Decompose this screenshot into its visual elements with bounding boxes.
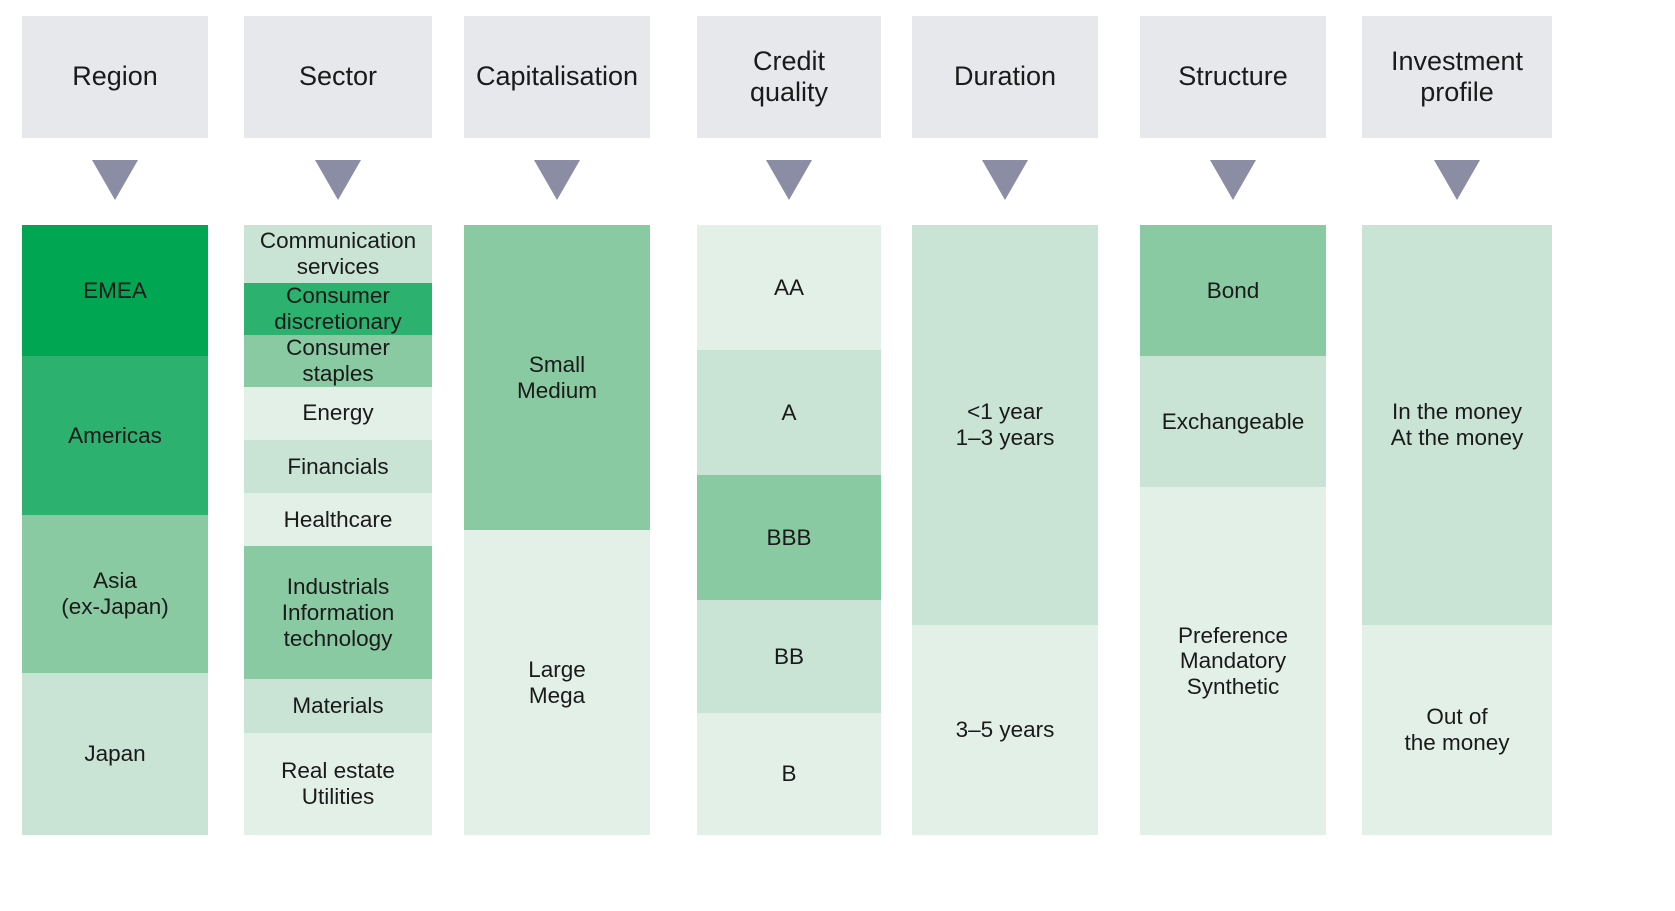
segment-band[interactable]: EMEA xyxy=(22,225,208,357)
column-title: Sector xyxy=(298,61,378,92)
segment-band[interactable]: Consumer discretionary xyxy=(244,282,432,335)
segment-label: <1 year xyxy=(967,399,1043,425)
segment-label: Information technology xyxy=(281,600,395,651)
segment-label: Communication services xyxy=(259,228,417,279)
chevron-down-icon xyxy=(464,160,650,200)
segment-band[interactable]: Communication services xyxy=(244,225,432,283)
column-title: Region xyxy=(72,61,158,92)
segment-label: Healthcare xyxy=(283,507,393,533)
column-header-sector[interactable]: Sector xyxy=(244,16,432,138)
segment-label: Industrials xyxy=(286,574,390,600)
segment-band[interactable]: Out of the money xyxy=(1362,624,1552,835)
segment-band[interactable]: Energy xyxy=(244,386,432,440)
chevron-down-icon xyxy=(1362,160,1552,200)
segment-label: Consumer staples xyxy=(286,335,390,386)
column-header-duration[interactable]: Duration xyxy=(912,16,1098,138)
segment-label: Materials xyxy=(292,693,384,719)
column-title: Credit quality xyxy=(749,45,829,107)
segment-label: Asia (ex-Japan) xyxy=(61,568,169,620)
segment-label: B xyxy=(781,761,797,787)
column-title: Duration xyxy=(953,61,1057,92)
segment-label: Exchangeable xyxy=(1161,408,1305,434)
segment-band[interactable]: Exchangeable xyxy=(1140,356,1326,488)
segment-label: Bond xyxy=(1206,277,1260,303)
segment-label: 3–5 years xyxy=(955,716,1055,742)
segment-band[interactable]: Consumer staples xyxy=(244,334,432,387)
segment-band[interactable]: Japan xyxy=(22,673,208,835)
column-header-investment-profile[interactable]: Investment profile xyxy=(1362,16,1552,138)
segment-band[interactable]: Healthcare xyxy=(244,493,432,547)
segment-label: Utilities xyxy=(301,783,375,809)
column-title: Investment profile xyxy=(1390,45,1524,107)
segment-label: At the money xyxy=(1390,424,1524,450)
column-header-capitalisation[interactable]: Capitalisation xyxy=(464,16,650,138)
segment-band[interactable]: BBB xyxy=(697,475,881,601)
column-header-region[interactable]: Region xyxy=(22,16,208,138)
segment-label: Financials xyxy=(287,453,389,479)
segment-label: AA xyxy=(773,274,804,300)
segment-label: In the money xyxy=(1391,399,1523,425)
segment-band[interactable]: A xyxy=(697,350,881,476)
chevron-down-icon xyxy=(22,160,208,200)
segment-label: Consumer discretionary xyxy=(274,283,402,334)
segment-band[interactable]: AA xyxy=(697,225,881,351)
column-title: Structure xyxy=(1178,61,1288,92)
segment-band[interactable]: Bond xyxy=(1140,225,1326,357)
segment-band[interactable]: Americas xyxy=(22,356,208,515)
column-header-structure[interactable]: Structure xyxy=(1140,16,1326,138)
chevron-down-icon xyxy=(1140,160,1326,200)
segment-label: Out of the money xyxy=(1404,704,1510,755)
segment-band[interactable]: Asia (ex-Japan) xyxy=(22,514,208,674)
segment-label: 1–3 years xyxy=(955,424,1055,450)
segment-label: Synthetic xyxy=(1186,673,1280,699)
chevron-down-icon xyxy=(244,160,432,200)
segment-label: BBB xyxy=(766,524,812,550)
segment-label: Americas xyxy=(68,422,162,448)
column-header-credit-quality[interactable]: Credit quality xyxy=(697,16,881,138)
segment-band[interactable]: 3–5 years xyxy=(912,624,1098,835)
chevron-down-icon xyxy=(697,160,881,200)
segment-band[interactable]: Materials xyxy=(244,679,432,733)
segment-label: Medium xyxy=(516,377,598,403)
segment-band[interactable]: Financials xyxy=(244,439,432,494)
segment-label: Small xyxy=(528,351,586,377)
segment-label: Real estate xyxy=(281,758,395,784)
segment-label: Large xyxy=(528,656,586,682)
segment-label: Preference xyxy=(1177,622,1289,648)
segment-band[interactable]: B xyxy=(697,713,881,835)
segment-label: Mega xyxy=(528,682,586,708)
chevron-down-icon xyxy=(912,160,1098,200)
segment-label: A xyxy=(781,399,797,425)
segment-label: Japan xyxy=(84,741,146,767)
column-title: Capitalisation xyxy=(475,61,639,92)
segment-label: EMEA xyxy=(83,277,147,303)
segment-label: BB xyxy=(773,643,804,669)
segment-band[interactable]: BB xyxy=(697,600,881,713)
segment-label: Energy xyxy=(302,400,374,426)
segment-label: Mandatory xyxy=(1179,648,1287,674)
